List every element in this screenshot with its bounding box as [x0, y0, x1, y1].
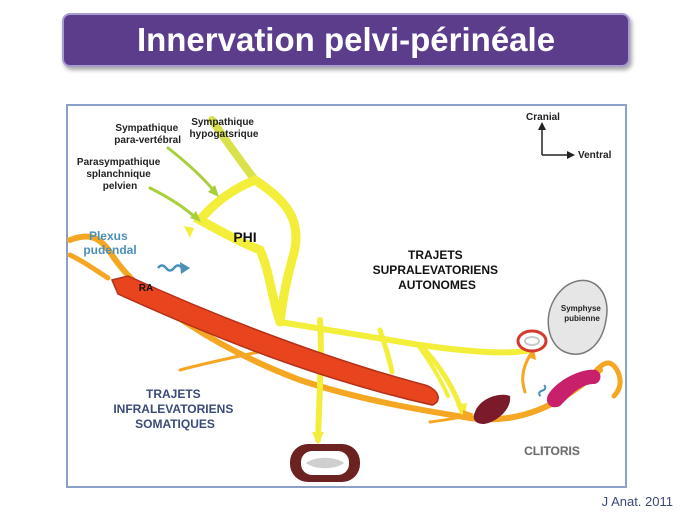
pudendal-upper-branch [67, 252, 111, 281]
arrowhead-rectal [312, 432, 324, 445]
label-sympathique-paravertebral: Sympathique para-vertébral [114, 123, 181, 146]
symphysis-pubis [547, 279, 608, 355]
title-bar: Innervation pelvi-périnéale [62, 13, 630, 67]
citation: J Anat. 2011 [601, 494, 673, 509]
label-symphyse: Symphyse pubienne [561, 304, 603, 323]
plexus-wave-arrowhead [180, 262, 190, 274]
label-ra: RA [139, 283, 153, 294]
label-cranial: Cranial [526, 112, 560, 123]
label-trajets-infra: TRAJETS INFRALEVATORIENS SOMATIQUES [113, 387, 236, 431]
autonomic-pathways [193, 116, 533, 443]
label-phi: PHI [233, 229, 256, 245]
arrowheads [184, 185, 219, 238]
urethra-inner [524, 336, 540, 346]
label-sympathique-hypogastrique: Sympathique hypogatsrique [190, 117, 259, 140]
phi-right-branch [250, 175, 301, 327]
label-ventral: Ventral [578, 150, 612, 161]
plexus-wave-icon [157, 264, 183, 272]
hypogastric-trunk [208, 116, 259, 184]
urethra-ring [516, 329, 548, 353]
ventral-arrowhead [567, 151, 575, 159]
branch-vaginal [377, 327, 395, 375]
arrowhead-clitoris-branch [463, 410, 474, 420]
arrowhead-parasympathetic [190, 211, 201, 222]
paravertebral-fiber [166, 146, 217, 194]
rectum-shape [110, 275, 439, 406]
pudendal-clitoris-end [592, 360, 623, 399]
branch-ra [315, 317, 324, 443]
label-parasympathique: Parasympathique splanchnique pelvien [77, 157, 163, 192]
branch-lower [418, 346, 450, 398]
label-clitoris: CLITORIS [524, 444, 580, 458]
orientation-axes [541, 126, 571, 156]
label-trajets-supra: TRAJETS SUPRALEVATORIENS AUTONOMES [373, 248, 502, 292]
page-title: Innervation pelvi-périnéale [136, 21, 556, 58]
pudendal-main-trunk [67, 233, 603, 423]
arrowhead-phi-left [184, 226, 194, 238]
cranial-arrowhead [538, 122, 546, 130]
anal-canal [290, 444, 360, 482]
label-plexus-pudendal: Plexus pudendal [83, 229, 136, 257]
clitoris-body [546, 369, 601, 408]
arrowhead-paravertebral [208, 185, 219, 197]
small-wave-icon [538, 384, 547, 397]
anal-lumen [306, 457, 344, 469]
vestibular-bulb [473, 394, 511, 424]
phi-plexus-loop [193, 175, 285, 327]
parasympathetic-fiber [148, 186, 198, 220]
